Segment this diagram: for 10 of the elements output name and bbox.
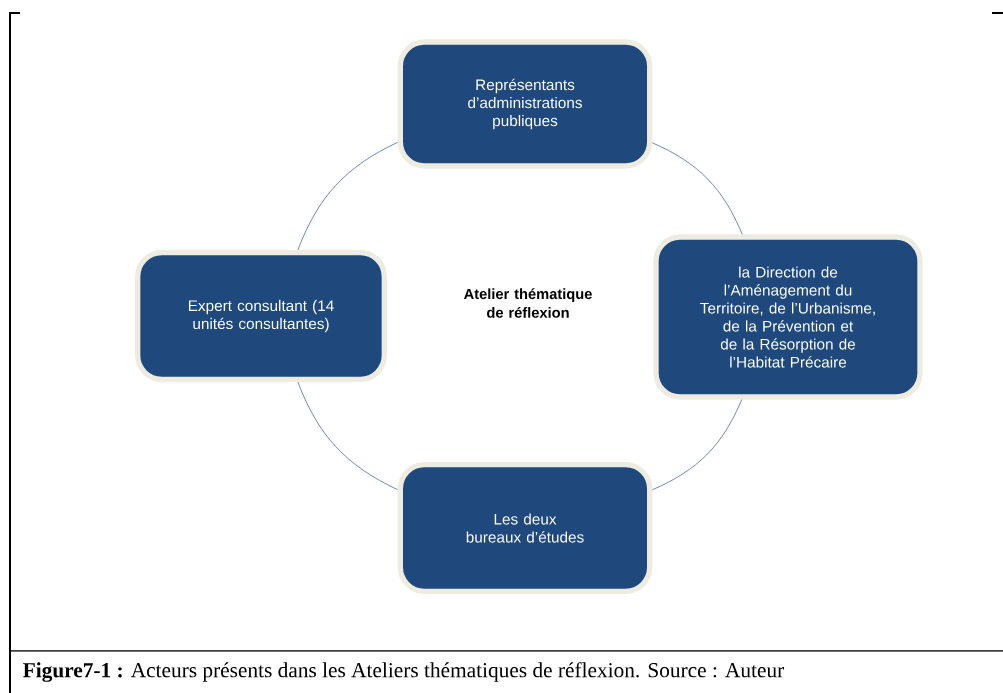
ring-arc: [297, 141, 399, 251]
ring-arc: [651, 142, 743, 235]
centre-label: Atelier thématique de réflexion: [464, 288, 592, 318]
ring-arc: [297, 381, 399, 491]
ring-arc: [651, 399, 743, 491]
rounded-box: la Direction de l’Aménagement du Territoire, de l’Urbanisme, de la Prévention et de la Résorption de l’Habitat Précaire: [653, 234, 923, 400]
figure-caption: Figure7-1 : Acteurs présents dans les Ateliers thématiques de réflexion. Source : Auteur: [23, 662, 785, 682]
rounded-box: Expert consultant (14 unités consultantes): [135, 250, 387, 382]
rounded-box: Les deux bureaux d’études: [397, 462, 653, 594]
rounded-box: Représentants d’administrations publiques: [397, 39, 653, 169]
